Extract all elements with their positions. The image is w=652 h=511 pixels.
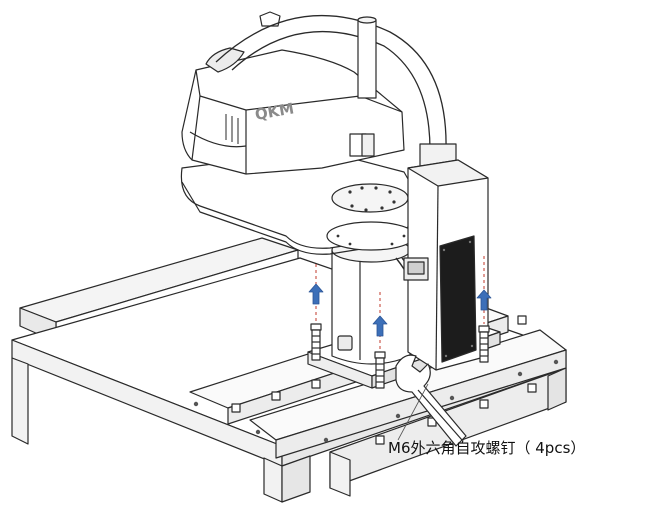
alignment-lines — [315, 256, 485, 350]
up-arrow-icon — [308, 283, 324, 305]
hex-bolt-icon — [310, 323, 322, 361]
robot-lower-arm — [180, 149, 421, 255]
up-arrow-icon — [372, 315, 388, 337]
hex-bolt-icon — [478, 325, 490, 363]
callout-leader — [397, 383, 429, 441]
bolt-callout-label: M6外六角自攻螺钉（ 4pcs） — [388, 439, 586, 457]
robot-upper-arm: QKM — [181, 11, 405, 175]
wrench-icon — [395, 354, 467, 447]
insertion-arrows — [308, 283, 492, 337]
hex-bolt-icon — [374, 351, 386, 389]
up-arrow-icon — [476, 289, 492, 311]
side-control-box — [403, 159, 489, 371]
cable-duct — [215, 15, 457, 167]
hex-bolts — [310, 323, 490, 389]
